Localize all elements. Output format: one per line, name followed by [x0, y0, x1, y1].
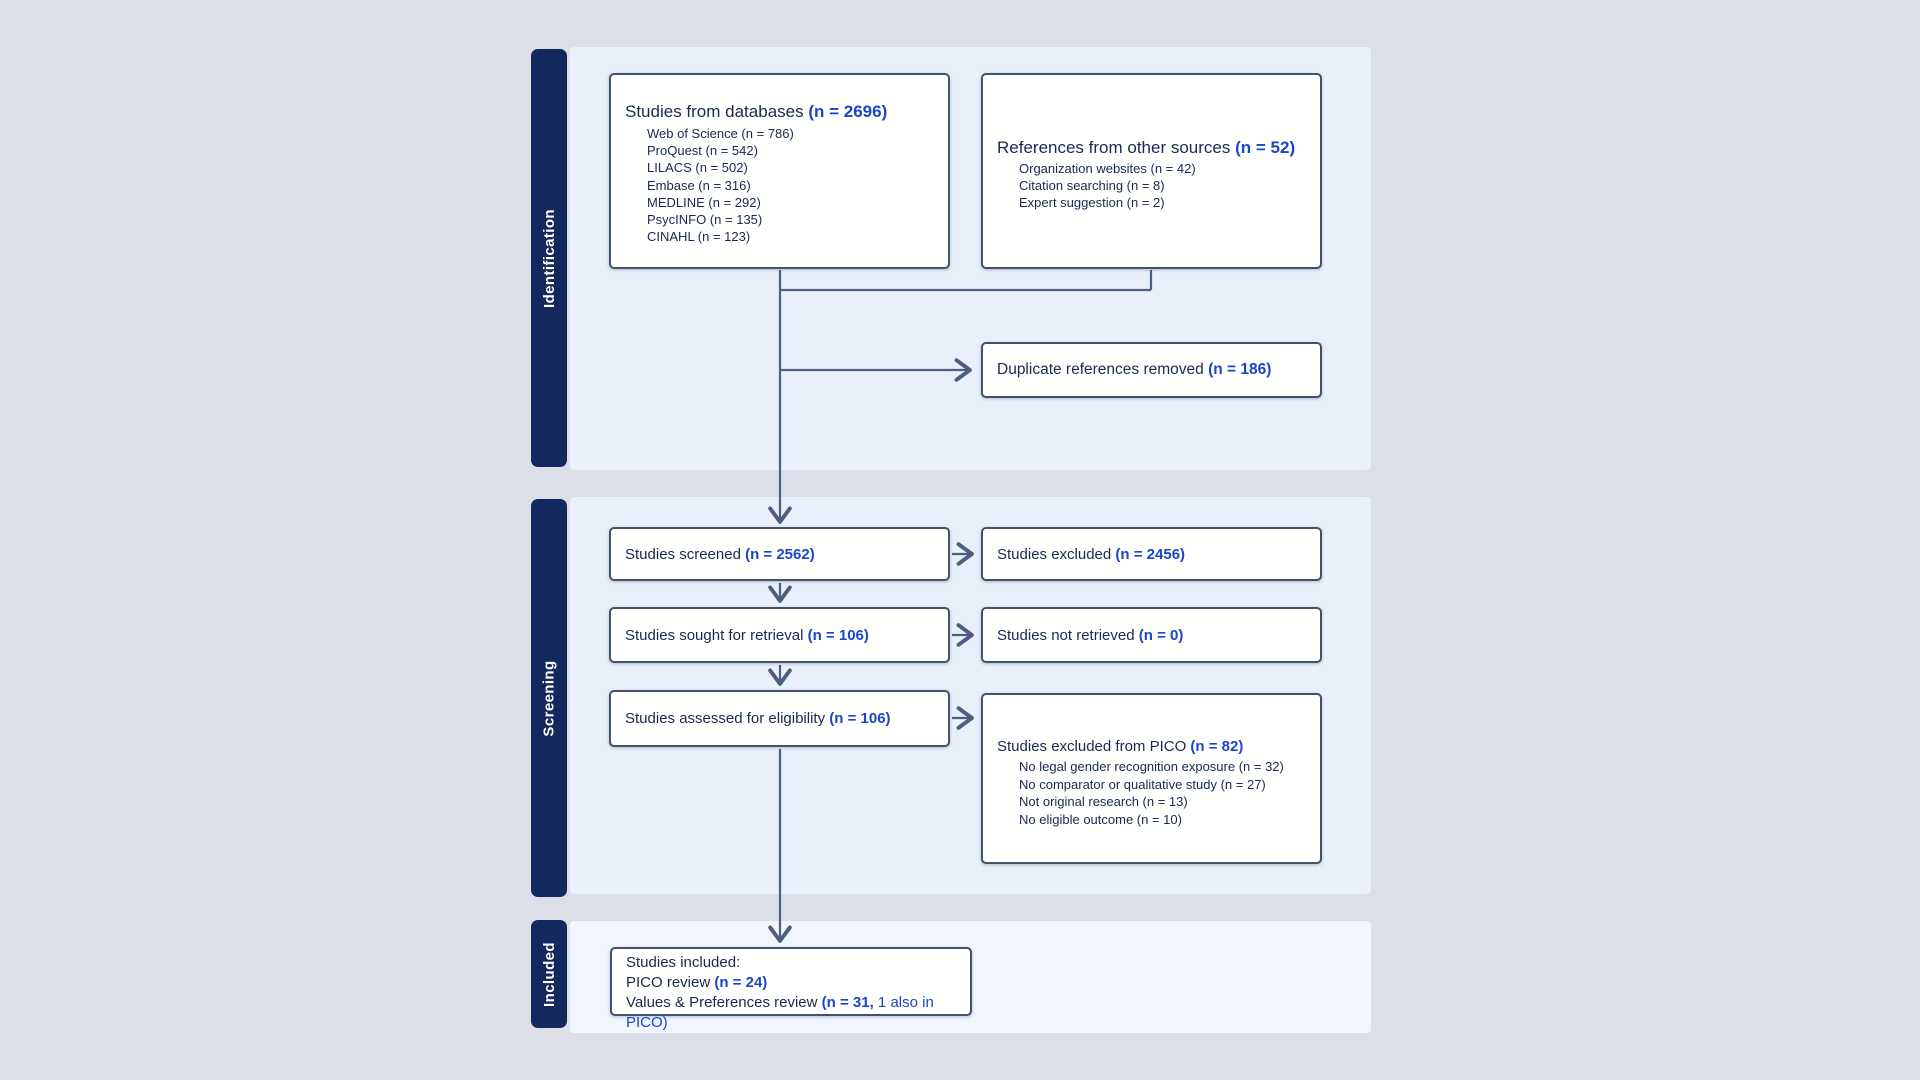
studies-assessed-count: (n = 106) [829, 710, 891, 727]
duplicates-removed-text: Duplicate references removed [997, 361, 1209, 378]
studies-excluded-label: Studies excluded (n = 2456) [983, 546, 1195, 563]
included-line-3: Values & Preferences review (n = 31, 1 a… [626, 993, 960, 1033]
duplicates-removed-count: (n = 186) [1208, 361, 1272, 378]
database-item: LILACS (n = 502) [647, 160, 748, 176]
other-sources-title: References from other sources (n = 52) [997, 137, 1310, 158]
values-preferences-text: Values & Preferences review [626, 994, 822, 1011]
studies-assessed-text: Studies assessed for eligibility [625, 710, 830, 727]
databases-title-text: Studies from databases [625, 102, 809, 121]
studies-assessed-label: Studies assessed for eligibility (n = 10… [611, 710, 901, 727]
included-stage-label: Included [540, 941, 558, 1007]
screening-stage-label: Screening [540, 659, 558, 737]
database-item: PsycINFO (n = 135) [647, 212, 763, 228]
pico-exclusion-reason: No legal gender recognition exposure (n … [1019, 759, 1284, 774]
studies-sought-text: Studies sought for retrieval [625, 626, 808, 644]
studies-not-retrieved-label: Studies not retrieved (n = 0) [983, 627, 1193, 644]
other-sources-box: References from other sources (n = 52) O… [981, 73, 1322, 269]
values-preferences-count: (n = 31, [821, 994, 874, 1011]
pico-excluded-box: Studies excluded from PICO (n = 82) No l… [981, 693, 1322, 864]
other-source-item: Organization websites (n = 42) [1019, 161, 1196, 176]
identification-stage-bar: Identification [531, 49, 567, 467]
pico-excluded-title-text: Studies excluded from PICO [997, 738, 1191, 755]
studies-sought-box: Studies sought for retrieval (n = 106) [609, 607, 950, 663]
studies-screened-text: Studies screened [625, 545, 746, 563]
studies-not-retrieved-box: Studies not retrieved (n = 0) [981, 607, 1322, 663]
database-item: ProQuest (n = 542) [647, 143, 758, 159]
pico-review-text: PICO review [626, 974, 715, 991]
other-source-item: Expert suggestion (n = 2) [1019, 195, 1165, 211]
pico-review-count: (n = 24) [714, 974, 768, 991]
databases-title: Studies from databases (n = 2696) [625, 101, 938, 122]
pico-exclusion-reason: Not original research (n = 13) [1019, 794, 1188, 810]
databases-count: (n = 2696) [808, 102, 888, 121]
other-sources-count: (n = 52) [1235, 138, 1296, 157]
studies-excluded-count: (n = 2456) [1115, 545, 1186, 563]
database-item: CINAHL (n = 123) [647, 229, 751, 245]
duplicates-removed-box: Duplicate references removed (n = 186) [981, 342, 1322, 398]
studies-screened-box: Studies screened (n = 2562) [609, 527, 950, 581]
included-line-2: PICO review (n = 24) [626, 973, 960, 993]
studies-sought-label: Studies sought for retrieval (n = 106) [611, 627, 879, 644]
pico-exclusion-reason: No eligible outcome (n = 10) [1019, 811, 1182, 827]
studies-excluded-box: Studies excluded (n = 2456) [981, 527, 1322, 581]
studies-not-retrieved-count: (n = 0) [1138, 626, 1184, 644]
studies-included-box: Studies included: PICO review (n = 24) V… [610, 947, 972, 1031]
duplicates-removed-label: Duplicate references removed (n = 186) [983, 361, 1281, 379]
studies-screened-label: Studies screened (n = 2562) [611, 546, 825, 563]
studies-from-databases-box: Studies from databases (n = 2696) Web of… [609, 73, 950, 269]
database-item: Web of Science (n = 786) [647, 126, 794, 141]
pico-excluded-count: (n = 82) [1190, 738, 1244, 755]
screening-stage-bar: Screening [531, 499, 567, 897]
included-stage-bar: Included [531, 920, 567, 1028]
database-item: MEDLINE (n = 292) [647, 194, 761, 210]
pico-excluded-title: Studies excluded from PICO (n = 82) [997, 736, 1310, 757]
identification-stage-label: Identification [540, 208, 558, 308]
database-item: Embase (n = 316) [647, 177, 751, 193]
studies-assessed-box: Studies assessed for eligibility (n = 10… [609, 690, 950, 747]
studies-sought-count: (n = 106) [807, 626, 869, 644]
values-preferences-note: 1 also in PICO) [626, 994, 938, 1031]
pico-exclusion-reason: No comparator or qualitative study (n = … [1019, 776, 1266, 792]
included-line-1: Studies included: [626, 954, 741, 971]
studies-screened-count: (n = 2562) [745, 545, 815, 563]
other-sources-title-text: References from other sources [997, 138, 1236, 157]
other-source-item: Citation searching (n = 8) [1019, 178, 1165, 194]
studies-excluded-text: Studies excluded [997, 545, 1116, 563]
studies-not-retrieved-text: Studies not retrieved [997, 626, 1139, 644]
